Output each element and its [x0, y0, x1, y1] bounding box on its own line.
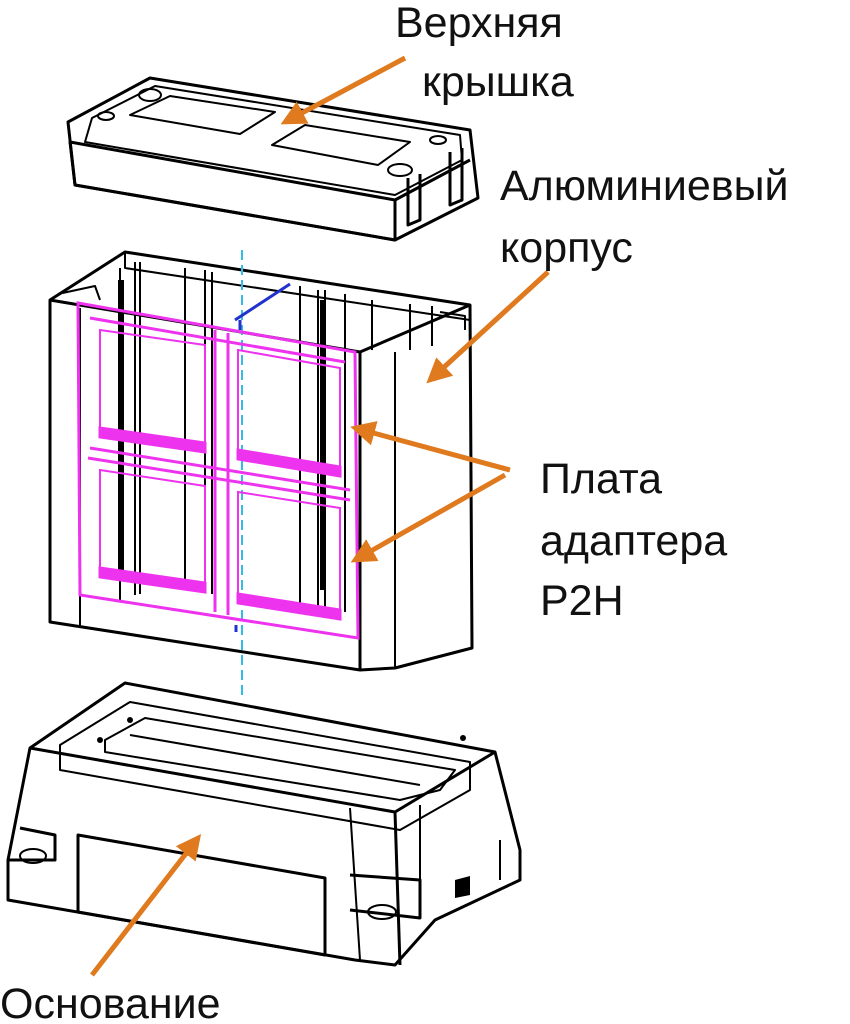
adapter-board-label: Плата адаптера P2H: [540, 455, 739, 625]
aluminum-housing-label-line1: Алюминиевый: [500, 162, 789, 210]
adapter-board-label-line2: адаптера: [540, 517, 727, 565]
top-cover-part: [66, 76, 480, 242]
top-cover-label: Верхняя крышка: [395, 0, 575, 106]
aluminum-housing-label-line2: корпус: [500, 224, 633, 272]
adapter-board-arrow-lower: [350, 472, 507, 563]
adapter-board-label-line1: Плата: [540, 455, 662, 503]
base-part: [6, 681, 522, 967]
aluminum-housing-arrow: [426, 270, 550, 384]
adapter-board-arrow-upper: [350, 421, 511, 473]
base-label: Основание: [0, 980, 221, 1024]
top-cover-arrow: [280, 55, 407, 125]
adapter-board-part: [76, 301, 360, 640]
top-cover-label-line2: крышка: [422, 58, 574, 106]
connector-part: [234, 282, 291, 632]
top-cover-label-line1: Верхняя: [395, 0, 563, 47]
aluminum-housing-label: Алюминиевый корпус: [500, 162, 801, 272]
base-arrow: [90, 834, 202, 977]
adapter-board-label-line3: P2H: [540, 577, 624, 625]
